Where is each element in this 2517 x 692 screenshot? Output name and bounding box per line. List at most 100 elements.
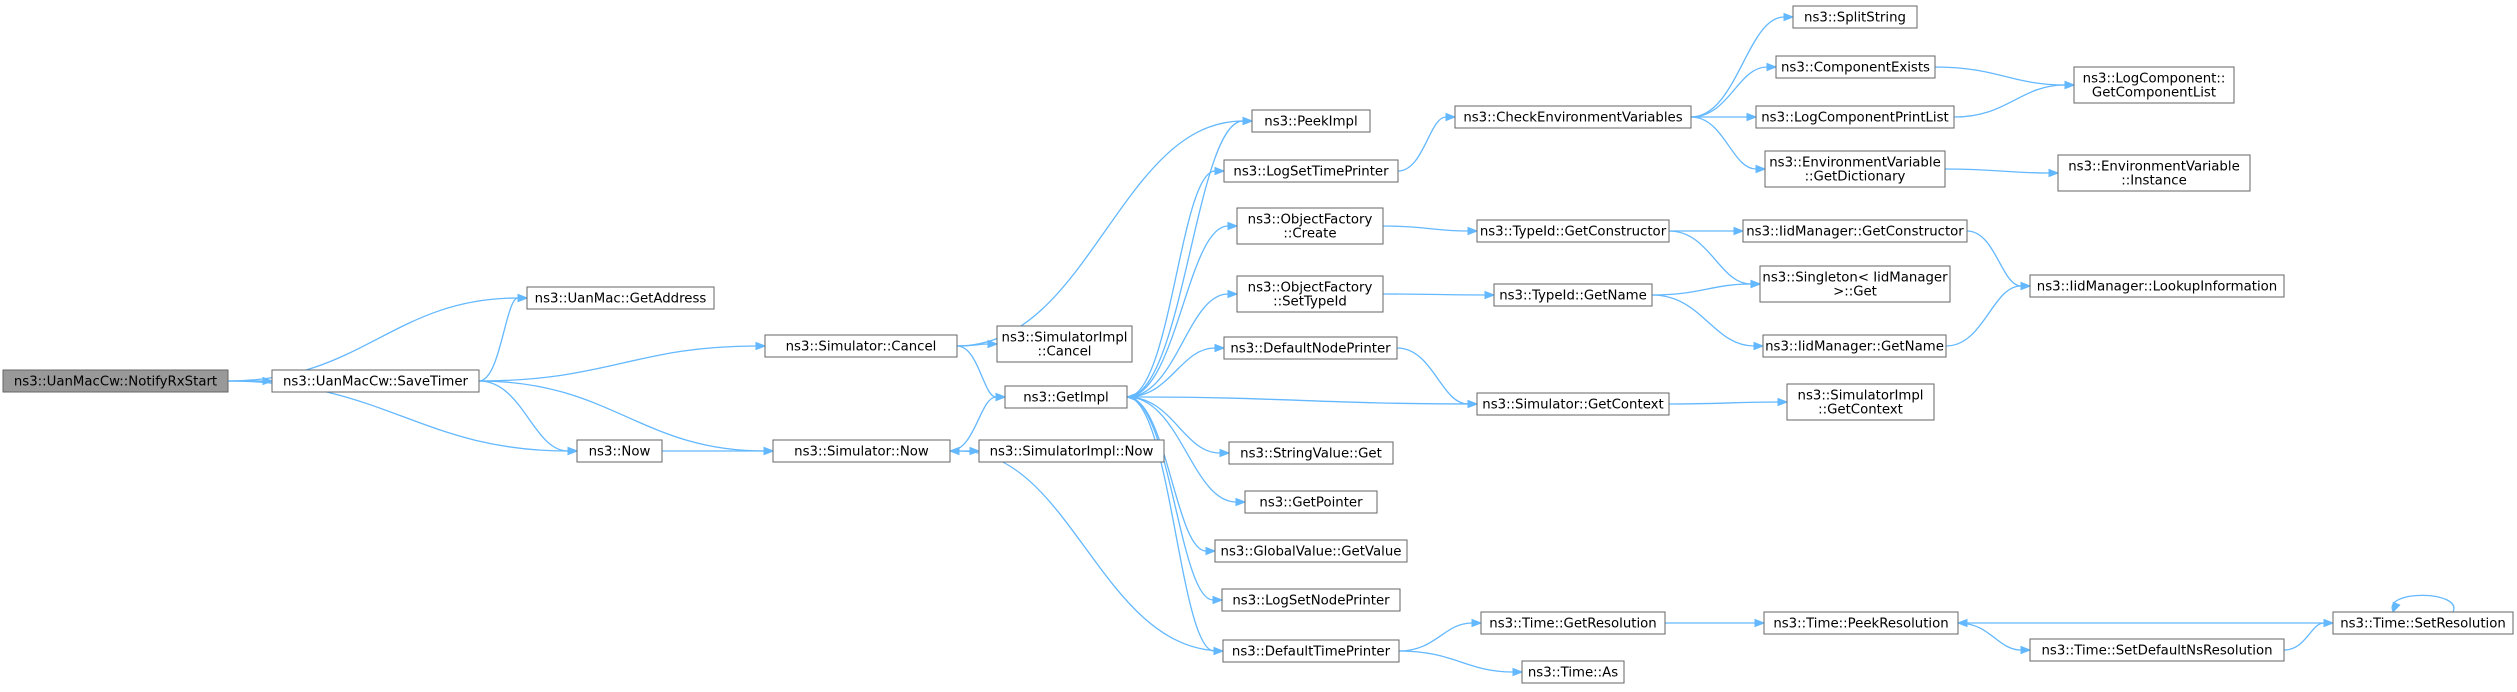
edge-simgetctx-to-getimpl xyxy=(1125,392,1478,405)
node-label: ns3::Simulator::GetContext xyxy=(1482,398,1663,413)
node-now[interactable]: ns3::Now xyxy=(576,439,663,463)
node-getaddress[interactable]: ns3::UanMac::GetAddress xyxy=(526,286,715,310)
node-box xyxy=(1786,383,1935,421)
node-logcomplist[interactable]: ns3::LogComponent::GetComponentList xyxy=(2073,66,2235,104)
edge-arrowhead xyxy=(1471,618,1483,628)
node-iidgetname[interactable]: ns3::IidManager::GetName xyxy=(1762,334,1947,358)
node-savetimer[interactable]: ns3::UanMacCw::SaveTimer xyxy=(271,369,480,393)
node-envinstance[interactable]: ns3::EnvironmentVariable::Instance xyxy=(2057,154,2251,192)
node-implgetctx[interactable]: ns3::SimulatorImpl::GetContext xyxy=(1786,383,1935,421)
node-simnow[interactable]: ns3::Simulator::Now xyxy=(772,439,951,463)
node-label: GetComponentList xyxy=(2092,86,2216,101)
node-label: ns3::IidManager::LookupInformation xyxy=(2037,280,2277,295)
edge-line xyxy=(1135,396,1478,405)
node-label: ns3::GlobalValue::GetValue xyxy=(1221,545,1402,560)
node-tidgetcons[interactable]: ns3::TypeId::GetConstructor xyxy=(1476,219,1670,243)
edge-getimpl-to-ofsettype xyxy=(1126,289,1239,398)
edge-arrowhead xyxy=(1746,112,1758,122)
node-ofsettype[interactable]: ns3::ObjectFactory::SetTypeId xyxy=(1236,275,1384,313)
node-box xyxy=(996,325,1133,363)
node-iidgetcons[interactable]: ns3::IidManager::GetConstructor xyxy=(1742,219,1968,243)
node-label: ns3::GetImpl xyxy=(1023,391,1108,406)
node-label: ns3::DefaultTimePrinter xyxy=(1232,645,1391,660)
node-getpointer[interactable]: ns3::GetPointer xyxy=(1244,490,1378,514)
node-box xyxy=(1236,275,1384,313)
node-logcompprint[interactable]: ns3::LogComponentPrintList xyxy=(1755,105,1955,129)
edge-line xyxy=(1126,293,1229,398)
edge-arrowhead xyxy=(1484,290,1496,300)
node-envgetdict[interactable]: ns3::EnvironmentVariable::GetDictionary xyxy=(1764,150,1946,188)
edge-line xyxy=(2391,594,2455,613)
edge-logsettime-to-checkenv xyxy=(1397,112,1457,172)
node-box xyxy=(1236,207,1384,245)
edge-line xyxy=(1668,401,1779,405)
edge-timesetres-to-timepeekres xyxy=(1956,618,2333,628)
node-box xyxy=(1223,159,1399,183)
node-deftime[interactable]: ns3::DefaultTimePrinter xyxy=(1222,639,1400,663)
node-timesetres[interactable]: ns3::Time::SetResolution xyxy=(2332,611,2514,635)
node-splitstr[interactable]: ns3::SplitString xyxy=(1792,5,1918,29)
node-label: >::Get xyxy=(1833,285,1877,300)
node-gvget[interactable]: ns3::GlobalValue::GetValue xyxy=(1214,539,1408,563)
edge-line xyxy=(1690,116,1757,170)
node-logsettime[interactable]: ns3::LogSetTimePrinter xyxy=(1223,159,1399,183)
edge-arrowhead xyxy=(1755,164,1767,174)
edge-deftime-to-simnow xyxy=(948,446,1224,652)
node-box xyxy=(271,369,480,393)
node-notify[interactable]: ns3::UanMacCw::NotifyRxStart xyxy=(2,369,229,393)
node-label: ns3::Time::As xyxy=(1528,666,1618,681)
node-cancel[interactable]: ns3::Simulator::Cancel xyxy=(764,334,958,358)
node-defnode[interactable]: ns3::DefaultNodePrinter xyxy=(1223,336,1398,360)
edge-arrowhead xyxy=(1214,343,1226,353)
node-iidlookup[interactable]: ns3::IidManager::LookupInformation xyxy=(2029,274,2285,298)
node-singleton[interactable]: ns3::Singleton< IidManager >::Get xyxy=(1759,265,1951,303)
node-box xyxy=(772,439,951,463)
edge-getimpl-to-logsettime xyxy=(1126,166,1226,398)
node-timesetdef[interactable]: ns3::Time::SetDefaultNsResolution xyxy=(2029,638,2285,662)
edge-arrowhead xyxy=(2020,281,2032,291)
node-timepeekres[interactable]: ns3::Time::PeekResolution xyxy=(1763,611,1959,635)
node-label: ns3::DefaultNodePrinter xyxy=(1230,342,1391,357)
edge-notify-to-getaddress xyxy=(227,293,529,382)
node-implcancel[interactable]: ns3::SimulatorImpl::Cancel xyxy=(996,325,1133,363)
edge-line xyxy=(958,450,1224,652)
edge-line xyxy=(956,343,989,347)
edge-iidgetcons-to-iidlookup xyxy=(1966,230,2032,291)
node-timeas[interactable]: ns3::Time::As xyxy=(1521,660,1625,684)
node-box xyxy=(1244,490,1378,514)
edge-timesetres-to-timesetres xyxy=(2391,594,2455,614)
node-strget[interactable]: ns3::StringValue::Get xyxy=(1228,441,1394,465)
node-box xyxy=(1493,283,1653,307)
edge-line xyxy=(1690,16,1785,118)
node-box xyxy=(1476,219,1670,243)
node-label: ns3::IidManager::GetName xyxy=(1765,340,1944,355)
edge-arrowhead xyxy=(1783,12,1795,22)
node-simgetctx[interactable]: ns3::Simulator::GetContext xyxy=(1476,392,1670,416)
edge-checkenv-to-logcompprint xyxy=(1691,112,1758,122)
node-label: ns3::SimulatorImpl xyxy=(1798,389,1924,404)
edge-arrowhead xyxy=(1214,166,1226,176)
node-getimpl[interactable]: ns3::GetImpl xyxy=(1004,385,1128,409)
node-label: ::Create xyxy=(1283,227,1336,242)
node-compexists[interactable]: ns3::ComponentExists xyxy=(1775,55,1936,79)
edge-envgetdict-to-envinstance xyxy=(1944,168,2060,178)
node-implnow[interactable]: ns3::SimulatorImpl::Now xyxy=(978,439,1165,463)
node-label: ns3::Simulator::Now xyxy=(794,445,929,460)
edge-ofcreate-to-tidgetcons xyxy=(1382,225,1479,236)
edge-now-to-simnow xyxy=(661,446,775,456)
node-timegetres[interactable]: ns3::Time::GetResolution xyxy=(1480,611,1666,635)
node-box xyxy=(1480,611,1666,635)
node-logsetnode[interactable]: ns3::LogSetNodePrinter xyxy=(1221,588,1401,612)
node-ofcreate[interactable]: ns3::ObjectFactory::Create xyxy=(1236,207,1384,245)
node-checkenv[interactable]: ns3::CheckEnvironmentVariables xyxy=(1454,105,1692,129)
edge-line xyxy=(1382,293,1486,296)
node-tidgetname[interactable]: ns3::TypeId::GetName xyxy=(1493,283,1653,307)
edge-arrowhead xyxy=(2392,601,2401,614)
edge-arrowhead xyxy=(763,446,775,456)
edge-line xyxy=(1651,283,1752,296)
edge-line xyxy=(1690,66,1768,118)
node-box xyxy=(2057,154,2251,192)
node-peekimpl[interactable]: ns3::PeekImpl xyxy=(1251,109,1371,133)
edge-savetimer-to-now xyxy=(478,380,579,456)
